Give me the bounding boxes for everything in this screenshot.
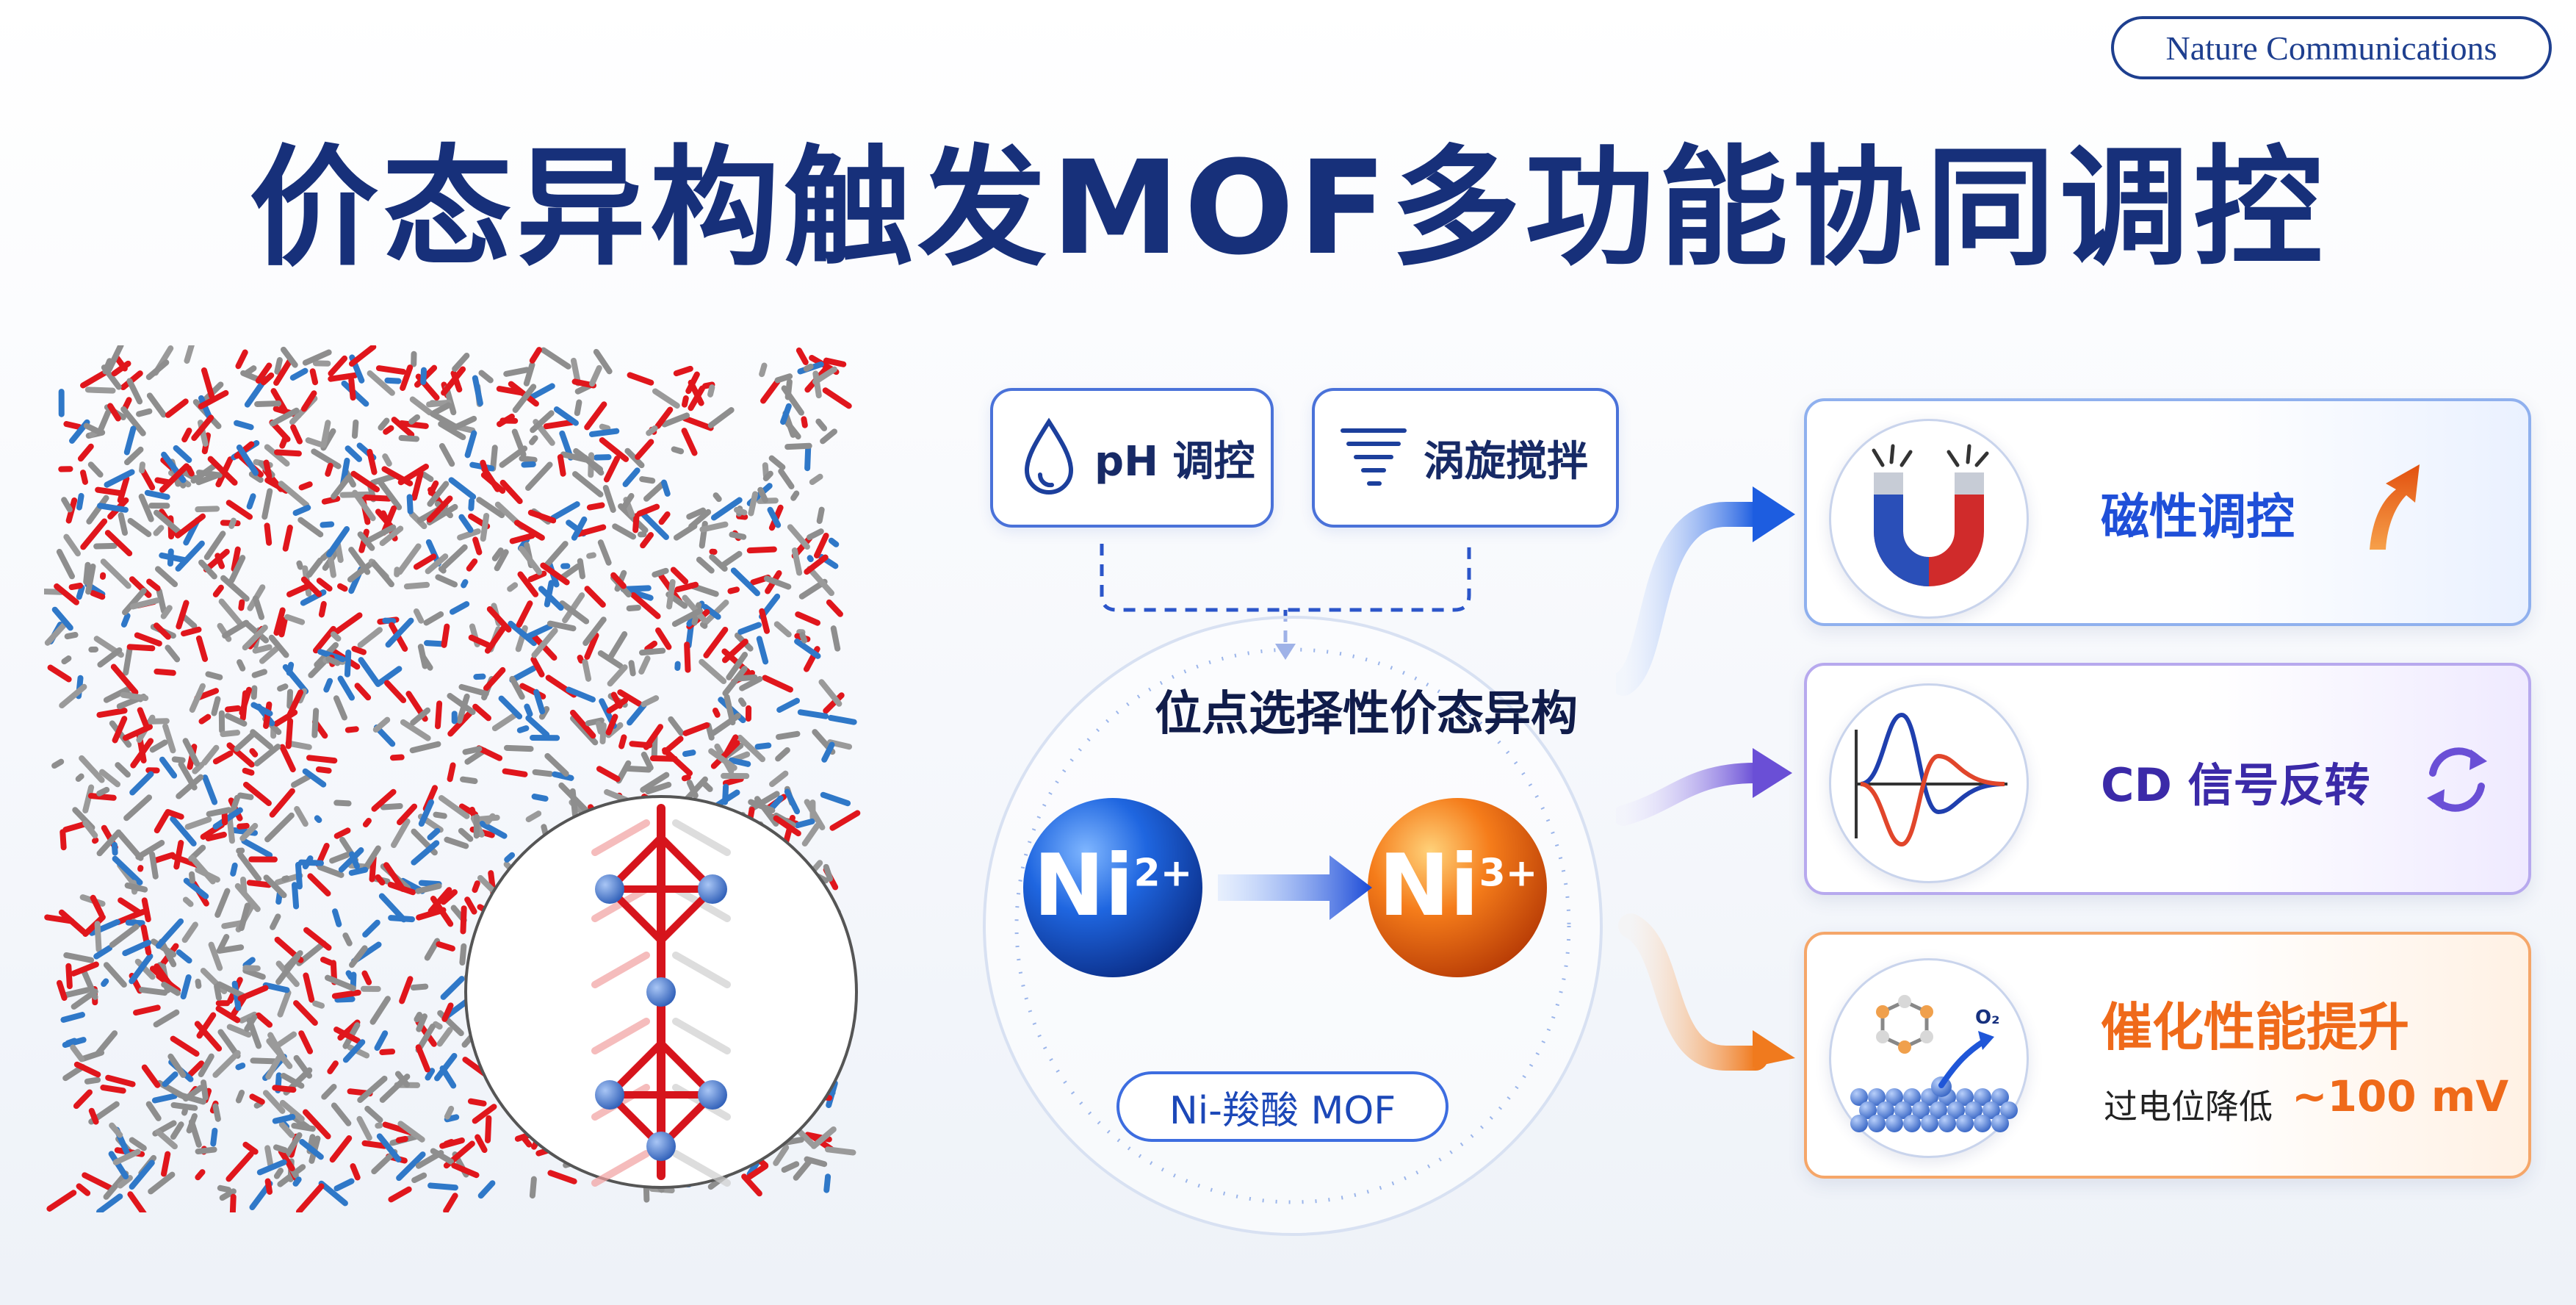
ni-chain-icon (591, 804, 731, 1187)
process-title: 位点选择性价态异构 (1155, 687, 1578, 741)
arrow-head-magnetism (1753, 486, 1795, 542)
catalyst-circle: O₂ (1829, 958, 2029, 1158)
journal-name: Nature Communications (2165, 29, 2497, 67)
catalysis-title: 催化性能提升 (2101, 997, 2409, 1057)
cycle-arrows-icon (2427, 747, 2487, 812)
ph-control-box: pH 调控 (990, 388, 1274, 528)
ph-control-label: pH 调控 (1094, 437, 1255, 486)
svg-text:O₂: O₂ (1975, 1007, 2000, 1029)
journal-badge: Nature Communications (2111, 16, 2552, 79)
tornado-icon (1341, 428, 1407, 486)
up-arrow-icon (2370, 464, 2420, 550)
cd-title: CD 信号反转 (2101, 758, 2370, 812)
ni3-charge: 3+ (1479, 851, 1538, 896)
cd-circle (1829, 683, 2029, 883)
ni2-sphere (1023, 798, 1202, 977)
ligand-label: Ni-羧酸 MOF (1116, 1071, 1448, 1142)
branch-arrow-magnetism (1616, 502, 1768, 696)
magnet-icon (1872, 444, 1989, 586)
page-title: 价态异构触发MOF多功能协同调控 (249, 133, 2327, 284)
magnetism-title: 磁性调控 (2101, 489, 2295, 545)
magnetism-card: 磁性调控 (1804, 398, 2531, 626)
cd-card: CD 信号反转 (1804, 663, 2531, 895)
ni3-label: Ni3+ (1378, 836, 1538, 935)
water-drop-icon (1024, 417, 1074, 495)
catalysis-card: O₂ 催化性能提升 过电位降低 ~100 mV (1804, 932, 2531, 1179)
transition-arrow-icon (1218, 855, 1372, 920)
branch-arrows (1616, 486, 1795, 1071)
magnified-chain-inset (464, 795, 858, 1189)
ni2-label: Ni2+ (1033, 836, 1193, 935)
dotted-ring (1014, 647, 1571, 1204)
arrow-head-cd (1753, 748, 1792, 798)
cd-spectrum-icon (1855, 712, 2007, 847)
catalyst-surface-icon: O₂ (1850, 995, 2018, 1132)
mof-structure-image (44, 345, 861, 1212)
overpotential-label: 过电位降低 (2104, 1087, 2273, 1126)
overpotential-value: ~100 mV (2292, 1071, 2509, 1121)
valence-transition (1023, 798, 1547, 977)
ni3-sphere (1368, 798, 1547, 977)
branch-arrow-catalysis (1618, 913, 1768, 1071)
vortex-stirring-box: 涡旋搅拌 (1312, 388, 1619, 528)
magnet-circle (1829, 419, 2029, 619)
branch-arrow-cd (1616, 763, 1766, 826)
ni2-charge: 2+ (1133, 851, 1193, 896)
vortex-stirring-label: 涡旋搅拌 (1424, 437, 1588, 486)
arrow-head-catalysis (1753, 1030, 1795, 1067)
merge-connector (1100, 544, 1471, 612)
